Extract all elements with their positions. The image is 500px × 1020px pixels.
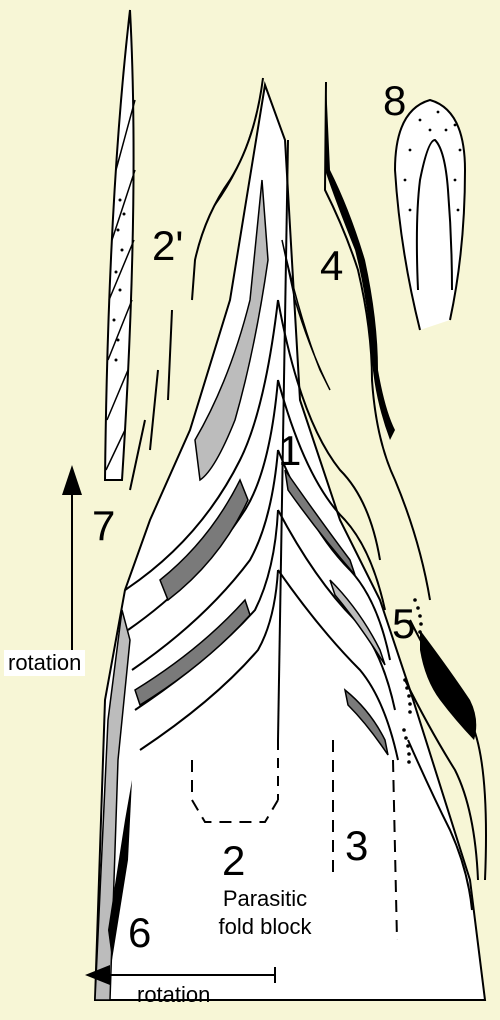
gray-layer-right-2 — [284, 469, 356, 576]
label-7: 7 — [92, 502, 116, 549]
outer-line-4 — [323, 81, 431, 601]
fold-axis — [277, 139, 289, 741]
left-lens-stripes — [105, 99, 136, 471]
label-5: 5 — [392, 600, 416, 647]
horizontal-rotation-arrowhead — [85, 965, 110, 985]
label-6: 6 — [128, 909, 152, 956]
label-1: 1 — [278, 427, 302, 474]
isolated-fold-8-dots — [403, 110, 462, 212]
label-2: 2 — [222, 837, 246, 884]
gray-layer-right-1 — [281, 239, 331, 391]
left-lens-dots — [112, 198, 126, 362]
caption-line-2: fold block — [218, 914, 312, 939]
gray-layer-right-3 — [329, 579, 386, 666]
label-8: 8 — [383, 77, 407, 124]
right-limb-lines — [404, 619, 487, 911]
left-limb-layers — [94, 609, 131, 1001]
fragment-near-7 — [129, 309, 173, 491]
fold-2prime-inner — [214, 129, 253, 206]
isolated-fold-8 — [393, 98, 467, 331]
isolated-fold-8-inner — [415, 138, 453, 291]
block-boundaries — [191, 740, 398, 941]
black-layer-4 — [325, 82, 395, 440]
gray-layer-left-1 — [194, 179, 269, 482]
right-dotted-boundaries — [402, 598, 423, 764]
left-black-layer — [108, 780, 132, 960]
rotation-label-horizontal: rotation — [137, 982, 211, 1007]
gray-layer-left-2 — [159, 478, 249, 602]
gray-layer-right-4 — [343, 688, 389, 756]
caption-line-1: Parasitic — [222, 886, 308, 911]
vertical-rotation-arrowhead — [62, 465, 82, 495]
rotation-label-vertical: rotation — [4, 650, 86, 676]
label-3: 3 — [345, 822, 369, 869]
label-2prime: 2' — [152, 222, 184, 269]
left-lens — [103, 9, 135, 481]
label-4: 4 — [320, 242, 344, 289]
gray-layer-left-3 — [134, 598, 251, 707]
right-black-lens — [420, 630, 477, 740]
